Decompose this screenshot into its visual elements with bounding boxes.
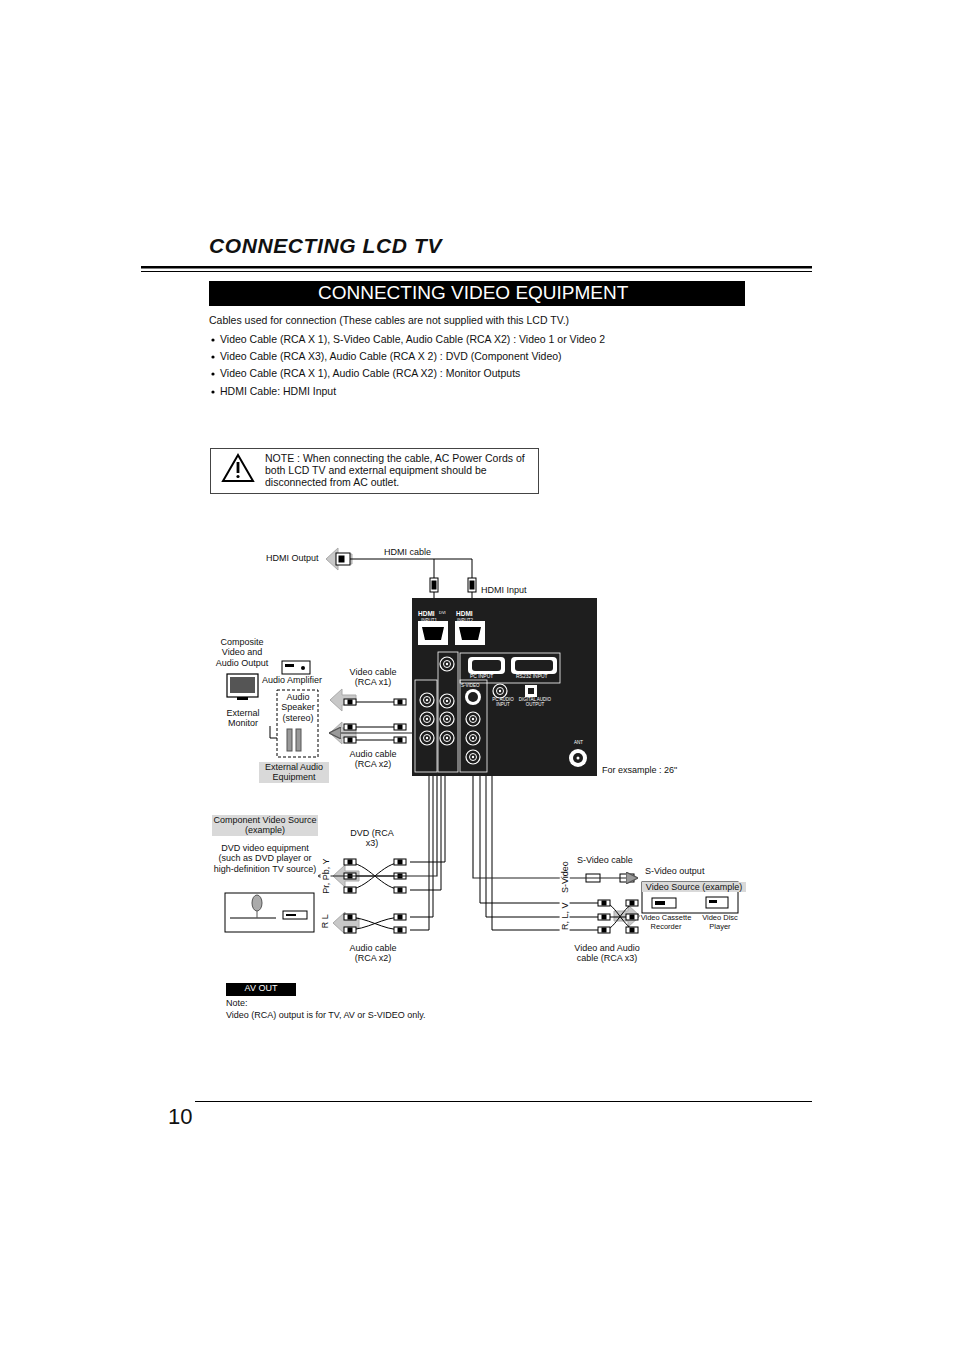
video-source-cables [480,776,640,933]
label: HDMI Output [266,553,319,563]
component-cables [333,776,445,934]
component-source-box [225,893,314,932]
node-text: INPUT2 [457,618,473,623]
node-text: PC INPUT [470,674,493,680]
label: Audio cable (RCA x2) [344,943,402,964]
cable-connector [318,776,437,876]
cable-tag: R, L, V [560,899,570,933]
monitor-output-cables [330,689,406,744]
page-title: CONNECTING LCD TV [209,234,442,258]
label: DVD (RCA x3) [346,828,398,849]
label: Video cable (RCA x1) [344,667,402,688]
label: S-Video output [645,866,704,876]
page-number: 10 [168,1104,192,1129]
caution-note: NOTE : When connecting the cable, AC Pow… [210,448,539,494]
node-text: HDMI [456,610,473,617]
external-audio-box [277,690,318,757]
label: Video Cable (RCA X 1), S-Video Cable, Au… [220,333,605,345]
page-rules [141,266,812,1102]
node-text: Audio Speaker (stereo) [278,692,318,723]
cable-connector [473,776,638,878]
component-video-source: Component Video Source (example) DVD vide… [212,815,318,933]
label: Video Cable (RCA X 1), Audio Cable (RCA … [220,367,520,379]
label: S-Video cable [577,855,633,865]
cable-tag: R L [320,911,330,931]
node-text: Video Cassette Recorder [638,914,694,931]
label: Audio cable (RCA x2) [344,749,402,770]
hdmi-cable [326,548,476,598]
av-out-tag: AV OUT [226,983,296,996]
label: Cables used for connection (These cables… [209,314,569,326]
node-text: PC AUDIO INPUT [490,697,516,707]
node-text: DIGITAL AUDIO OUTPUT [518,697,552,707]
label: HDMI Cable: HDMI Input [220,385,336,397]
external-audio-equipment: Audio Speaker (stereo) External Audio Equ… [259,688,329,785]
label: Composite Video and Audio Output [210,637,274,668]
node-text: ANT [574,740,583,745]
tv-rear-panel [412,598,597,776]
node-text: Video Disc Player [696,914,744,931]
label: Audio Amplifier [262,675,322,685]
warning-triangle [223,455,253,481]
tv-rear-panel: HDMIDVIINPUT1HDMIINPUT2PC INPUTRS232 INP… [412,598,597,776]
node-text: RS232 INPUT [516,674,548,680]
node-text: DVD video equipment (such as DVD player … [212,843,318,874]
cable-tag: Pr, Pb, Y [320,855,330,896]
cable-connector [329,732,412,733]
node-text: HDMI [418,610,435,617]
bullets [211,338,214,393]
label: Video and Audio cable (RCA x3) [566,943,648,964]
label: Video Cable (RCA X3), Audio Cable (RCA X… [220,350,562,362]
node-text: AV OUT [226,983,296,993]
cable-tag: S-Video [560,858,570,896]
video-source: Video Source (example) Video Cassette Rec… [638,874,750,936]
node-text: Video Source (example) [642,882,746,892]
section-band: CONNECTING VIDEO EQUIPMENT [209,281,745,306]
label: HDMI Input [481,585,527,595]
node-text: DVI [439,611,446,616]
label: Note: [226,998,248,1008]
node-text: CONNECTING VIDEO EQUIPMENT [318,283,738,304]
node-text: External Audio Equipment [259,762,329,783]
label: HDMI cable [384,547,431,557]
audio-amplifier-icon [282,661,310,674]
node-text: Component Video Source (example) [212,815,318,836]
label: Video (RCA) output is for TV, AV or S-VI… [226,1010,426,1020]
label: External Monitor [220,708,266,729]
node-text: S-VIDEO [461,683,480,688]
node-text: NOTE : When connecting the cable, AC Pow… [265,452,533,488]
node-text: INPUT1 [421,618,437,623]
label: For exsample : 26" [602,765,677,775]
